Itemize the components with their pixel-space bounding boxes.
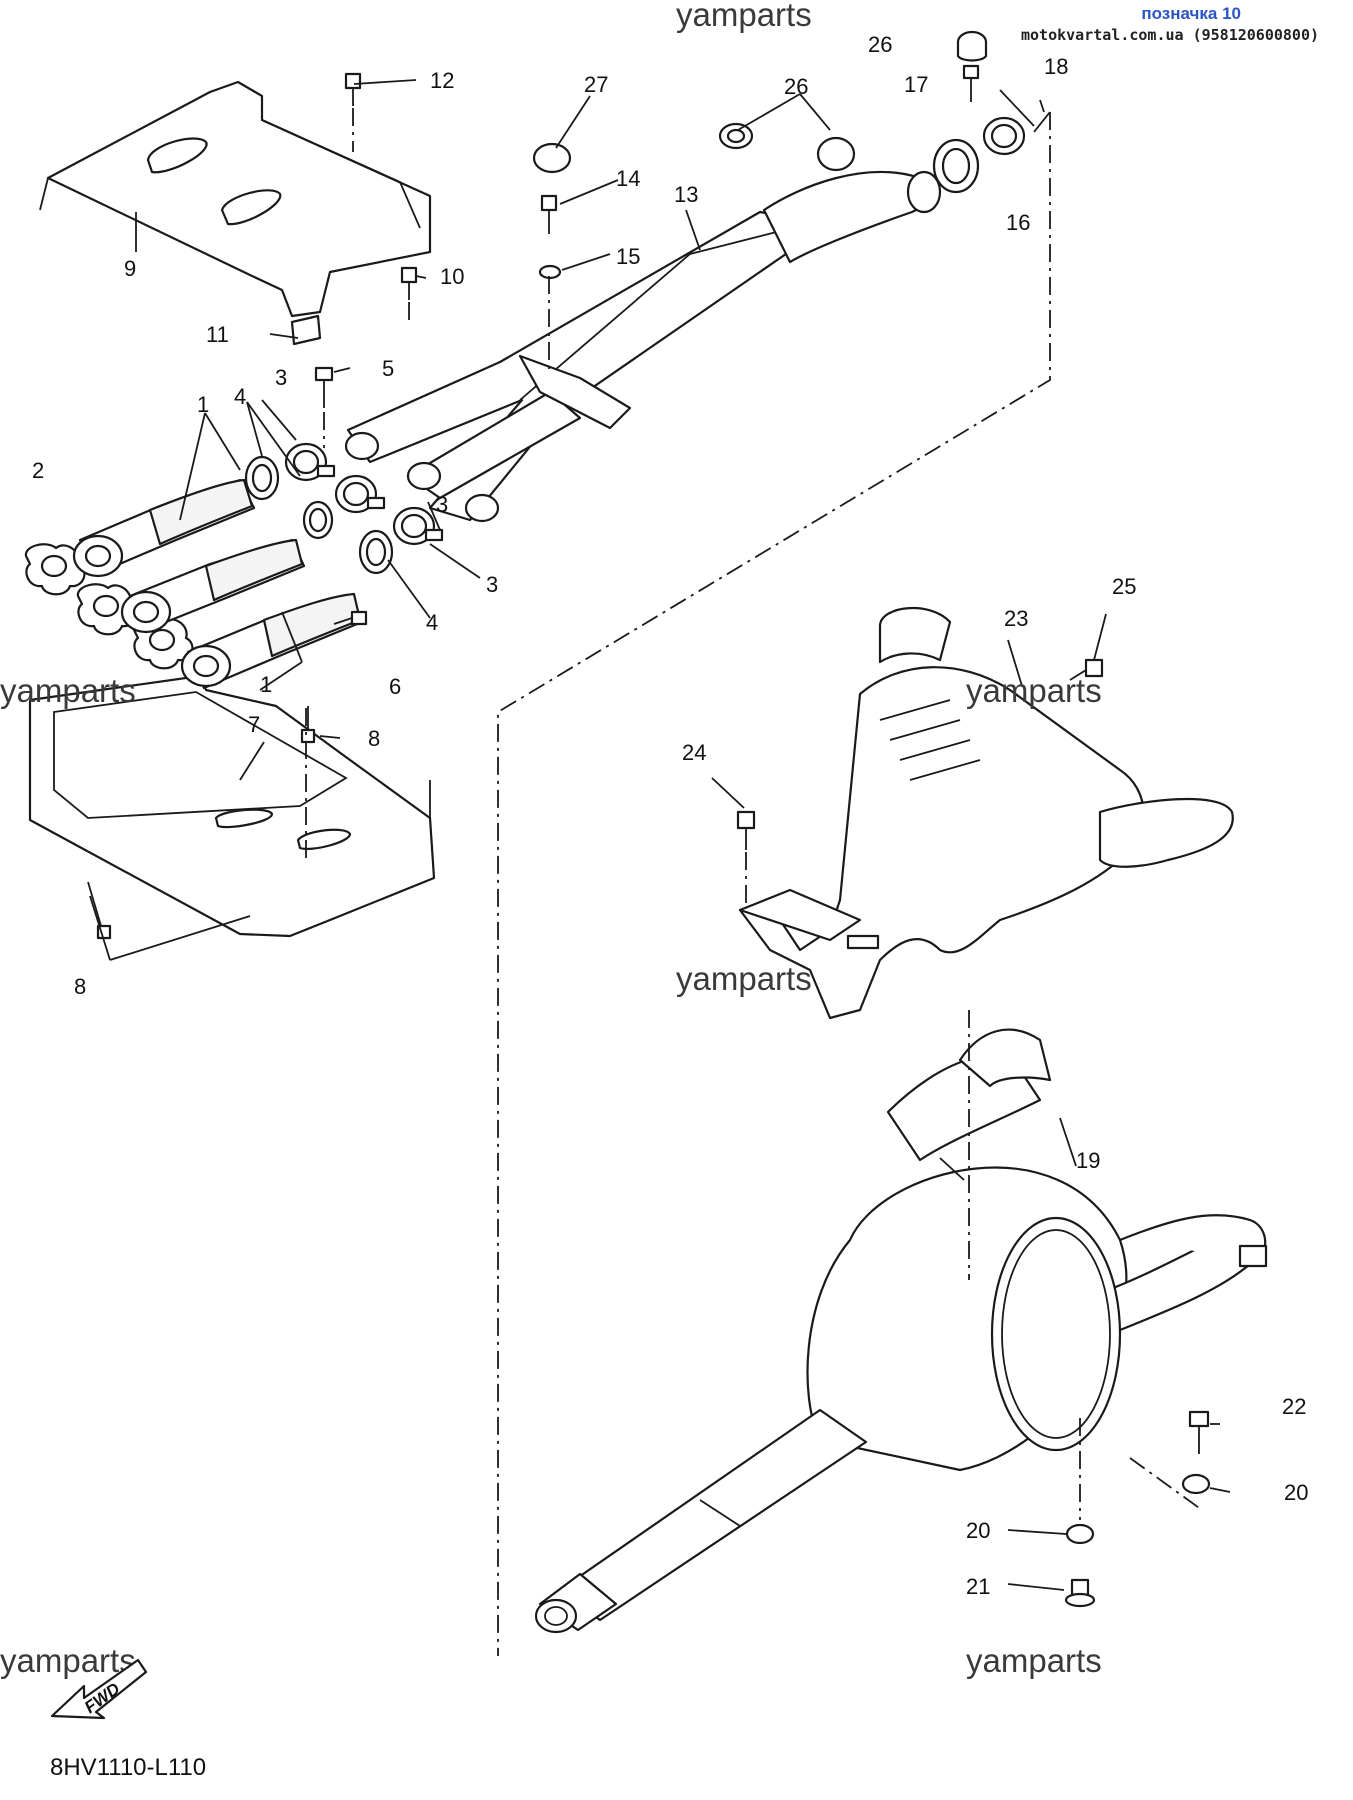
callout-3b: 3 (436, 492, 448, 517)
callout-8b: 8 (74, 974, 86, 999)
watermark-bottom-right: yamparts (966, 1642, 1102, 1679)
callout-21: 21 (966, 1574, 990, 1599)
callout-labels: 1 1 2 3 3 3 4 4 5 6 7 8 8 9 10 11 12 13 … (32, 32, 1308, 1599)
callout-14: 14 (616, 166, 640, 191)
callout-20: 20 (1284, 1480, 1308, 1505)
watermark-top: yamparts (676, 0, 812, 33)
callout-1: 1 (197, 392, 209, 417)
part-20-spacers (1065, 1473, 1211, 1545)
part-3-clamps (284, 442, 444, 546)
callout-17: 17 (904, 72, 928, 97)
callout-16: 16 (1006, 210, 1030, 235)
part-24-bolt (736, 810, 756, 850)
tailpipe (534, 1408, 868, 1634)
callout-3: 3 (275, 365, 287, 390)
part-17-clamp (932, 138, 980, 194)
callout-5: 5 (382, 356, 394, 381)
part-16-seal-ring (982, 116, 1026, 156)
header-title: позначка 10 (1141, 4, 1241, 23)
part-22-bolt (1188, 1410, 1210, 1454)
part-19-muffler (806, 1028, 1268, 1472)
callout-4b: 4 (426, 610, 438, 635)
callout-23: 23 (1004, 606, 1028, 631)
part-13-y-pipe (344, 170, 942, 523)
callout-20b: 20 (966, 1518, 990, 1543)
part-9-heat-shield (39, 80, 432, 318)
part-7-heat-shield (28, 674, 436, 938)
part-2-gaskets (24, 543, 194, 670)
callout-3c: 3 (486, 572, 498, 597)
watermark-right: yamparts (966, 672, 1102, 709)
watermark-middle: yamparts (676, 960, 812, 997)
callout-22: 22 (1282, 1394, 1306, 1419)
callout-11: 11 (206, 322, 229, 347)
part-11-bracket (290, 314, 322, 346)
callout-15: 15 (616, 244, 640, 269)
part-5-bolt (314, 366, 334, 408)
part-6-bolt (333, 610, 368, 626)
callout-1b: 1 (260, 672, 272, 697)
part-4-seals (244, 455, 394, 575)
callout-7: 7 (248, 712, 260, 737)
part-21-pin (1064, 1578, 1096, 1608)
leader-lines (89, 79, 1231, 1591)
watermark-bottom-left: yamparts (0, 1642, 136, 1679)
part-23-muffler-shield (738, 606, 1234, 1020)
part-15-washer (538, 264, 562, 280)
watermarks: yamparts yamparts yamparts yamparts yamp… (0, 0, 1102, 1679)
callout-18: 18 (1044, 54, 1068, 79)
callout-9: 9 (124, 256, 136, 281)
callout-24: 24 (682, 740, 706, 765)
callout-19: 19 (1076, 1148, 1100, 1173)
callout-26b: 26 (784, 74, 808, 99)
callout-10: 10 (440, 264, 464, 289)
callout-25: 25 (1112, 574, 1136, 599)
callout-6: 6 (389, 674, 401, 699)
callout-12: 12 (430, 68, 454, 93)
callout-4: 4 (234, 384, 246, 409)
callout-13: 13 (674, 182, 698, 207)
part-12-bolt (344, 72, 362, 106)
part-27-cap (532, 142, 572, 174)
part-26-grommets (718, 30, 988, 172)
part-18-bolt (962, 64, 980, 102)
header-contact: motokvartal.com.ua (958120600800) (1020, 26, 1319, 44)
watermark-left: yamparts (0, 672, 136, 709)
callout-27: 27 (584, 72, 608, 97)
part-1-flex-pipes (72, 478, 364, 690)
part-10-bolt (400, 266, 418, 300)
callout-2: 2 (32, 458, 44, 483)
diagram-code: 8HV1110-L110 (50, 1754, 207, 1781)
assembly-lines (305, 108, 1203, 1656)
callout-26: 26 (868, 32, 892, 57)
callout-8: 8 (368, 726, 380, 751)
part-14-bolt (540, 194, 558, 234)
